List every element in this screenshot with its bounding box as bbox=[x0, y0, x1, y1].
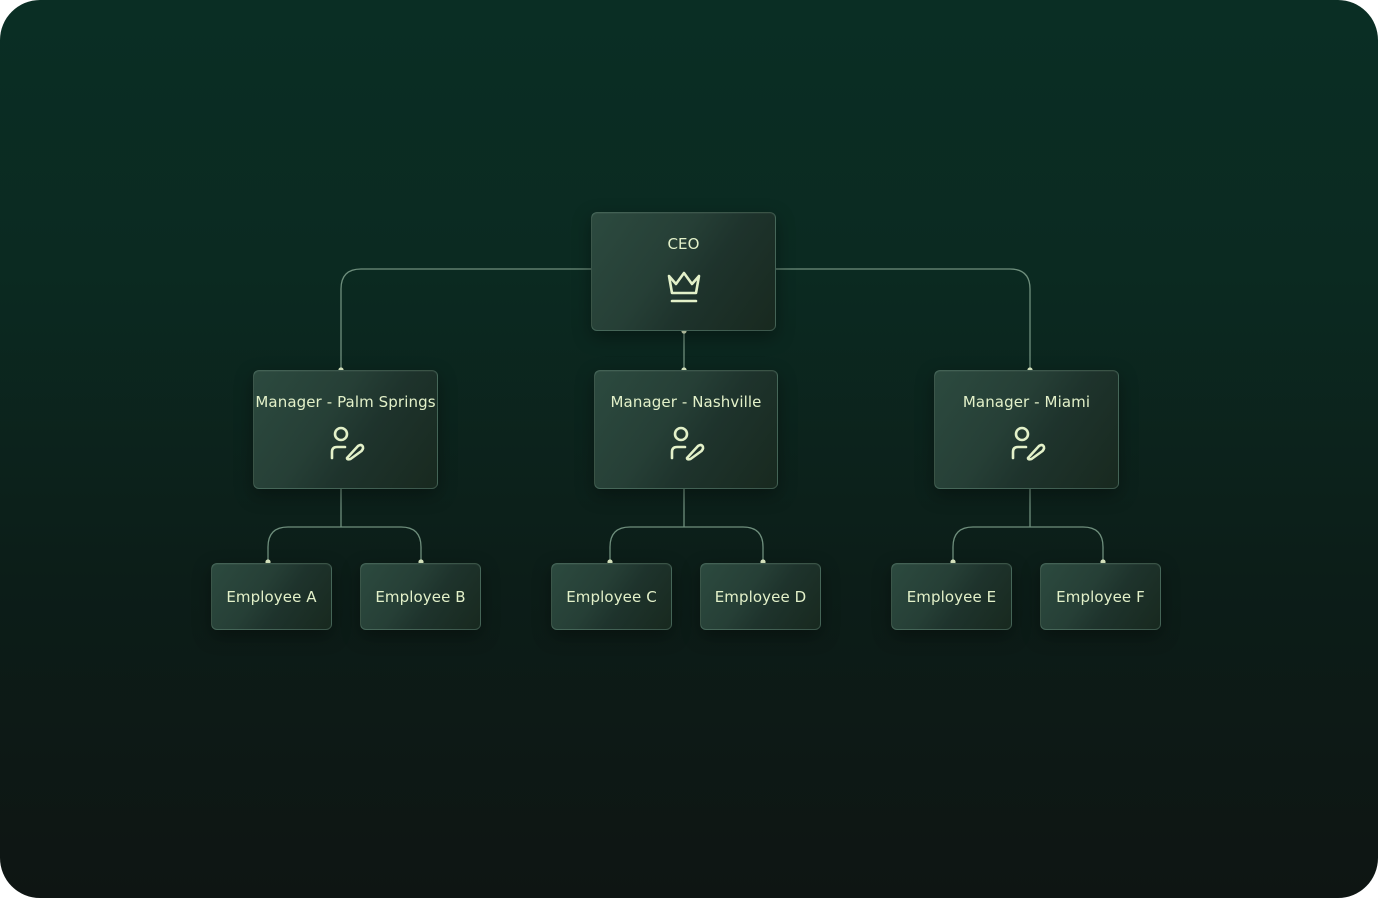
connector-miami-employees bbox=[952, 526, 1104, 562]
node-employee-label: Employee F bbox=[1056, 587, 1145, 606]
node-manager-label: Manager - Nashville bbox=[610, 393, 762, 411]
node-employee-c[interactable]: Employee C bbox=[551, 563, 672, 630]
node-employee-label: Employee C bbox=[566, 587, 657, 606]
node-employee-f[interactable]: Employee F bbox=[1040, 563, 1161, 630]
node-employee-e[interactable]: Employee E bbox=[891, 563, 1012, 630]
node-employee-a[interactable]: Employee A bbox=[211, 563, 332, 630]
user-edit-icon bbox=[670, 426, 705, 461]
node-manager-label: Manager - Miami bbox=[962, 393, 1091, 411]
node-employee-label: Employee B bbox=[375, 587, 466, 606]
node-ceo-label: CEO bbox=[667, 235, 700, 253]
node-manager-palm-springs[interactable]: Manager - Palm Springs bbox=[253, 370, 438, 489]
node-employee-label: Employee A bbox=[226, 587, 317, 606]
node-manager-nashville[interactable]: Manager - Nashville bbox=[594, 370, 778, 489]
connector-palm-springs-employees bbox=[267, 526, 422, 562]
node-manager-miami[interactable]: Manager - Miami bbox=[934, 370, 1119, 489]
user-edit-icon bbox=[330, 426, 364, 461]
node-employee-label: Employee D bbox=[714, 587, 807, 606]
user-edit-icon bbox=[1011, 426, 1045, 461]
node-employee-d[interactable]: Employee D bbox=[700, 563, 821, 630]
connector-nashville-employees bbox=[609, 526, 764, 562]
node-employee-label: Employee E bbox=[906, 587, 997, 606]
node-employee-b[interactable]: Employee B bbox=[360, 563, 481, 630]
crown-icon bbox=[667, 271, 700, 303]
connector-ceo-palm-springs bbox=[340, 268, 591, 370]
connector-ceo-miami bbox=[776, 268, 1031, 370]
node-ceo[interactable]: CEO bbox=[591, 212, 776, 331]
node-manager-label: Manager - Palm Springs bbox=[255, 393, 436, 411]
